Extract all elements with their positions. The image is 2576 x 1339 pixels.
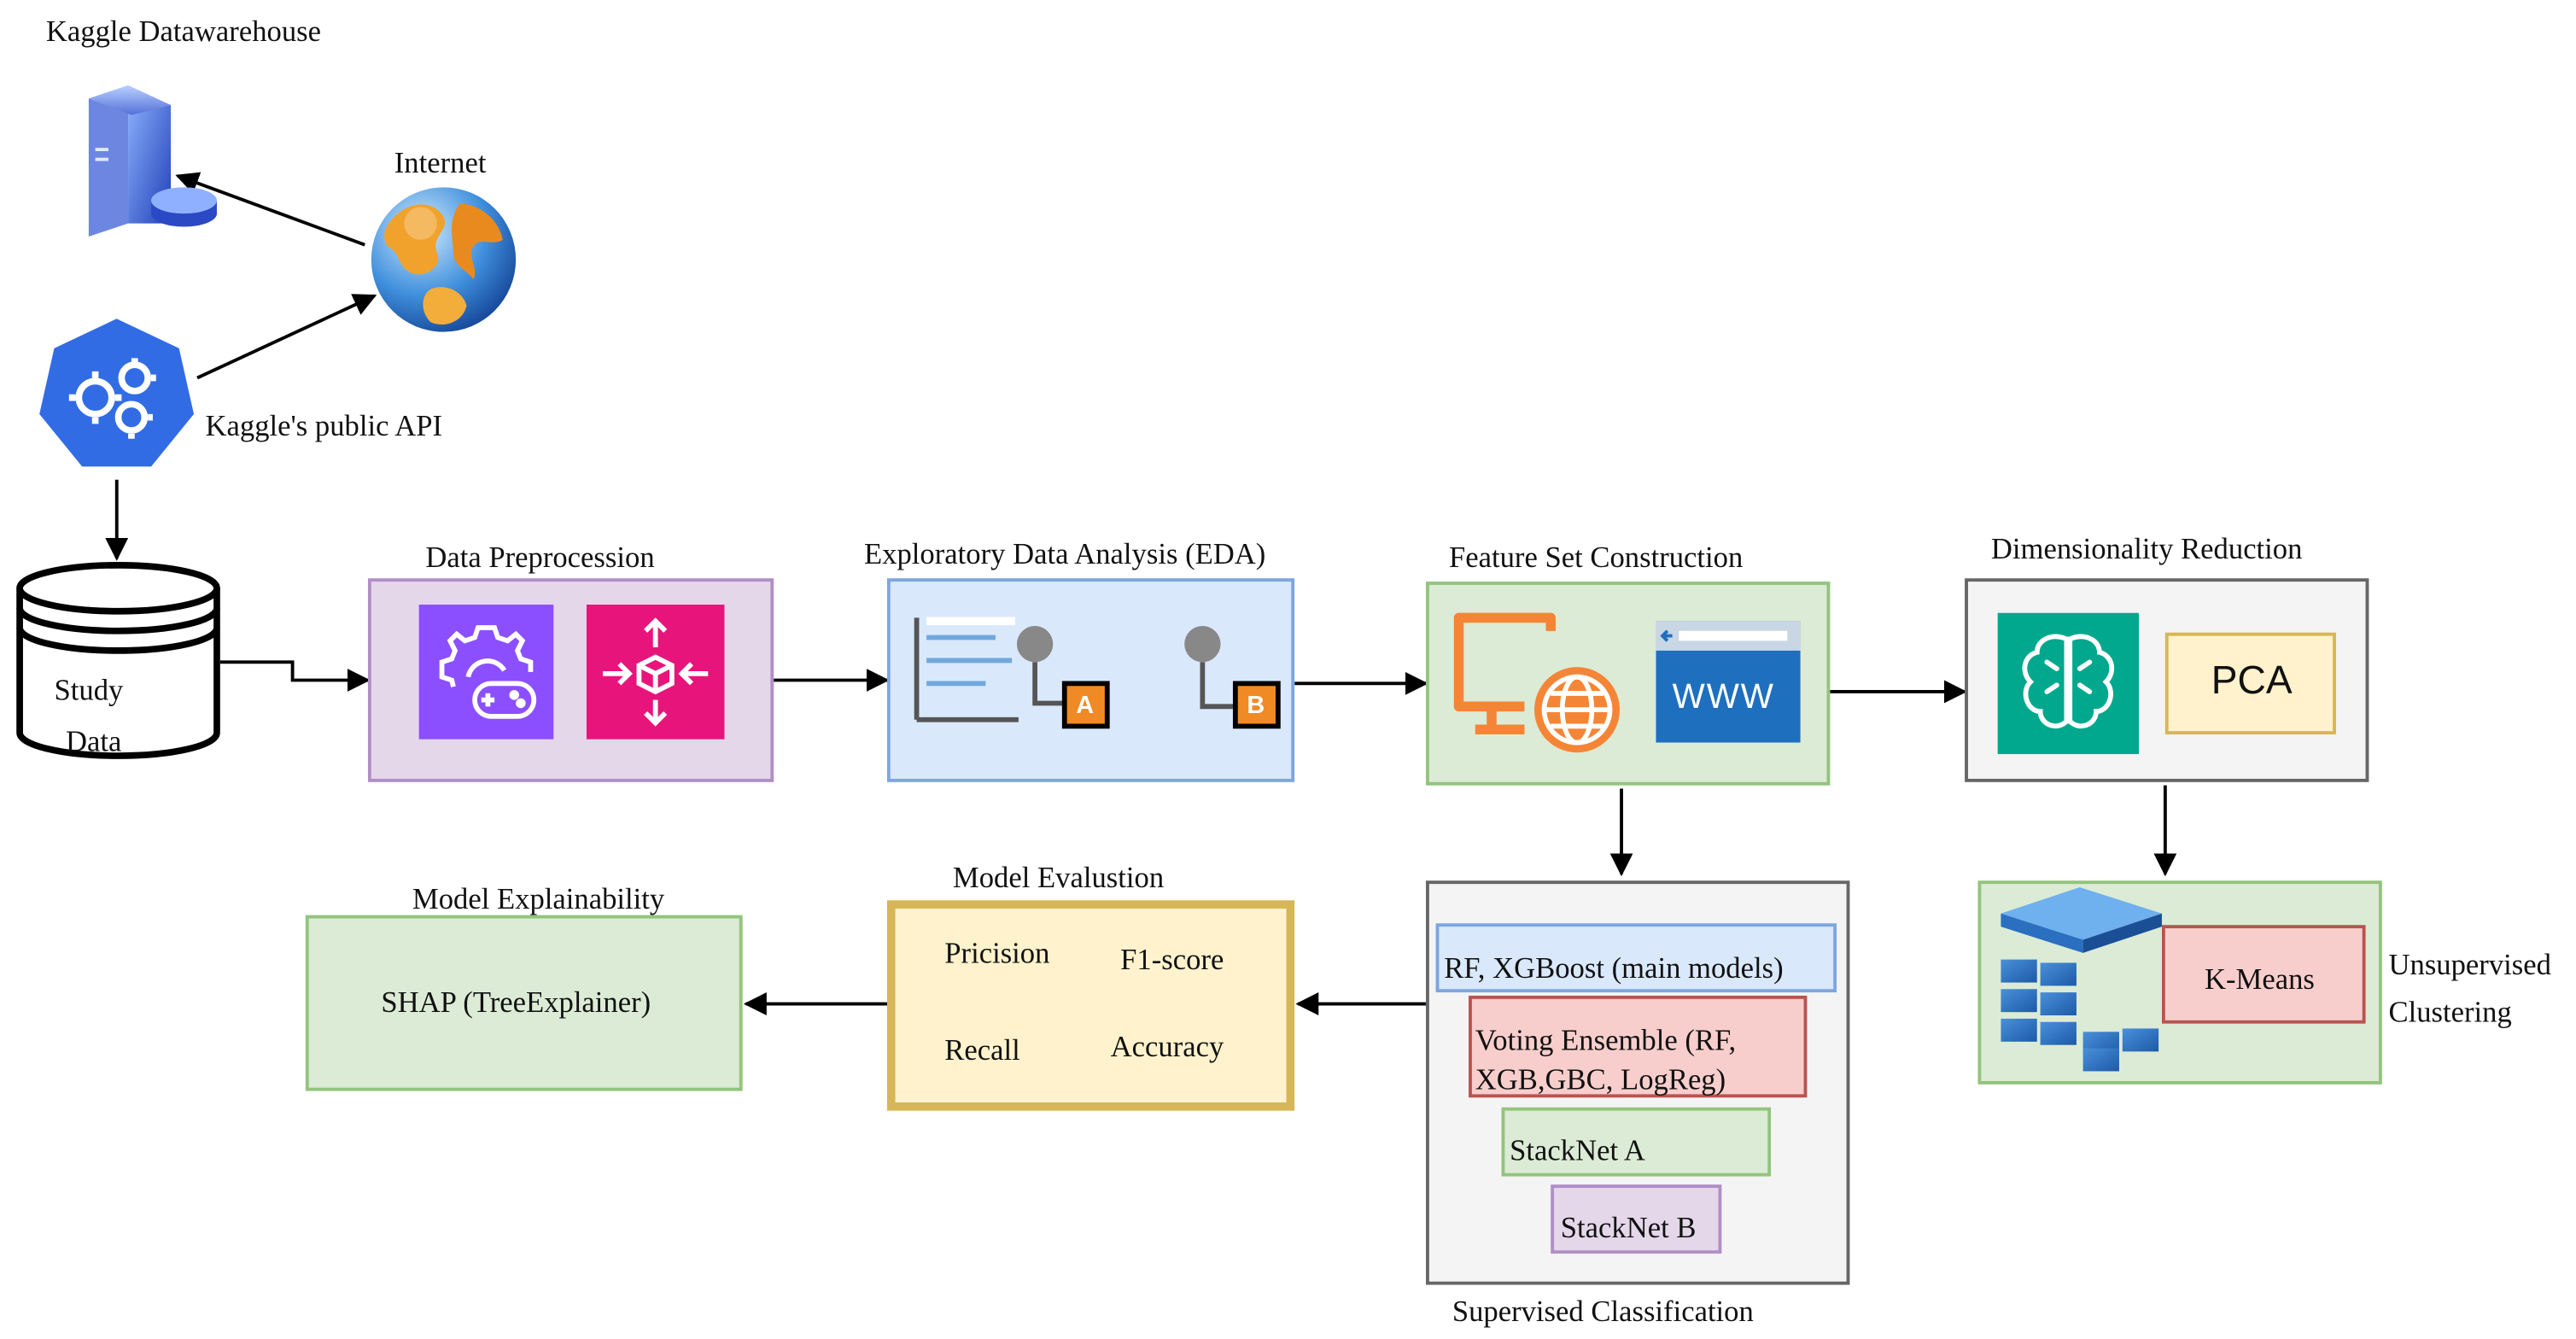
internet-label: Internet [394,146,487,179]
web-computer-icon [1453,612,1621,753]
eda-marker-b: B [1247,692,1265,720]
preprocess-title: Data Preprocession [425,540,655,574]
accuracy-label: Accuracy [1110,1030,1224,1063]
api-label: Kaggle's public API [205,409,443,442]
eda-title: Exploratory Data Analysis (EDA) [864,537,1266,570]
stacked-cubes-icon [2001,886,2162,1072]
report-node-b-icon [1184,626,1281,729]
arrow-study-data-to-preprocess [219,660,371,692]
supervised-caption: Supervised Classification [1452,1295,1754,1328]
precision-label: Pricision [944,936,1050,970]
stacknet-a-label: StackNet A [1510,1133,1645,1167]
warehouse-label: Kaggle Datawarehouse [45,15,322,48]
voting-label-line1: Voting Ensemble (RF, [1475,1023,1737,1057]
game-gear-icon [418,605,554,740]
brain-icon [1997,612,2140,755]
eda-marker-a: A [1076,692,1095,720]
voting-ensemble-box [1469,995,1808,1098]
stacknet-a-box [1501,1107,1772,1177]
voting-label-line2: XGB,GBC, LogReg) [1475,1062,1726,1096]
explainability-box [305,915,743,1091]
evaluation-title: Model Evalustion [952,861,1165,894]
study-data-label-line1: Study [54,673,124,707]
explainability-title: Model Explainability [412,882,665,915]
pca-box [2164,632,2336,735]
arrow-internet-to-warehouse [175,172,365,247]
f1-label: F1-score [1120,943,1224,976]
kubernetes-api-icon [39,319,195,467]
unsupervised-label-line2: Clustering [2388,995,2512,1029]
globe-icon [371,187,517,332]
browser-window-icon [1656,621,1801,743]
feature-title: Feature Set Construction [1448,540,1744,574]
eda-box [886,578,1295,782]
arrow-api-to-internet [196,294,377,380]
dimred-title: Dimensionality Reduction [1990,532,2303,565]
recall-label: Recall [944,1033,1020,1067]
main-models-label: RF, XGBoost (main models) [1444,950,1784,985]
study-data-label-line2: Data [65,724,122,757]
evaluation-box [886,900,1295,1111]
pca-label: PCA [2211,658,2293,704]
stacknet-b-box [1551,1184,1722,1254]
main-models-box [1435,923,1837,993]
arrows-cube-icon [586,605,725,740]
kmeans-box [2161,925,2366,1024]
report-node-a-icon [914,617,1110,729]
browser-url-label: WWW [1672,678,1775,716]
unsupervised-label-line1: Unsupervised [2388,948,2551,981]
kmeans-label: K-Means [2205,962,2315,996]
stacknet-b-label: StackNet B [1560,1210,1697,1244]
shap-label: SHAP (TreeExplainer) [381,985,651,1019]
database-cylinder [16,562,220,759]
server-icon [88,85,217,237]
